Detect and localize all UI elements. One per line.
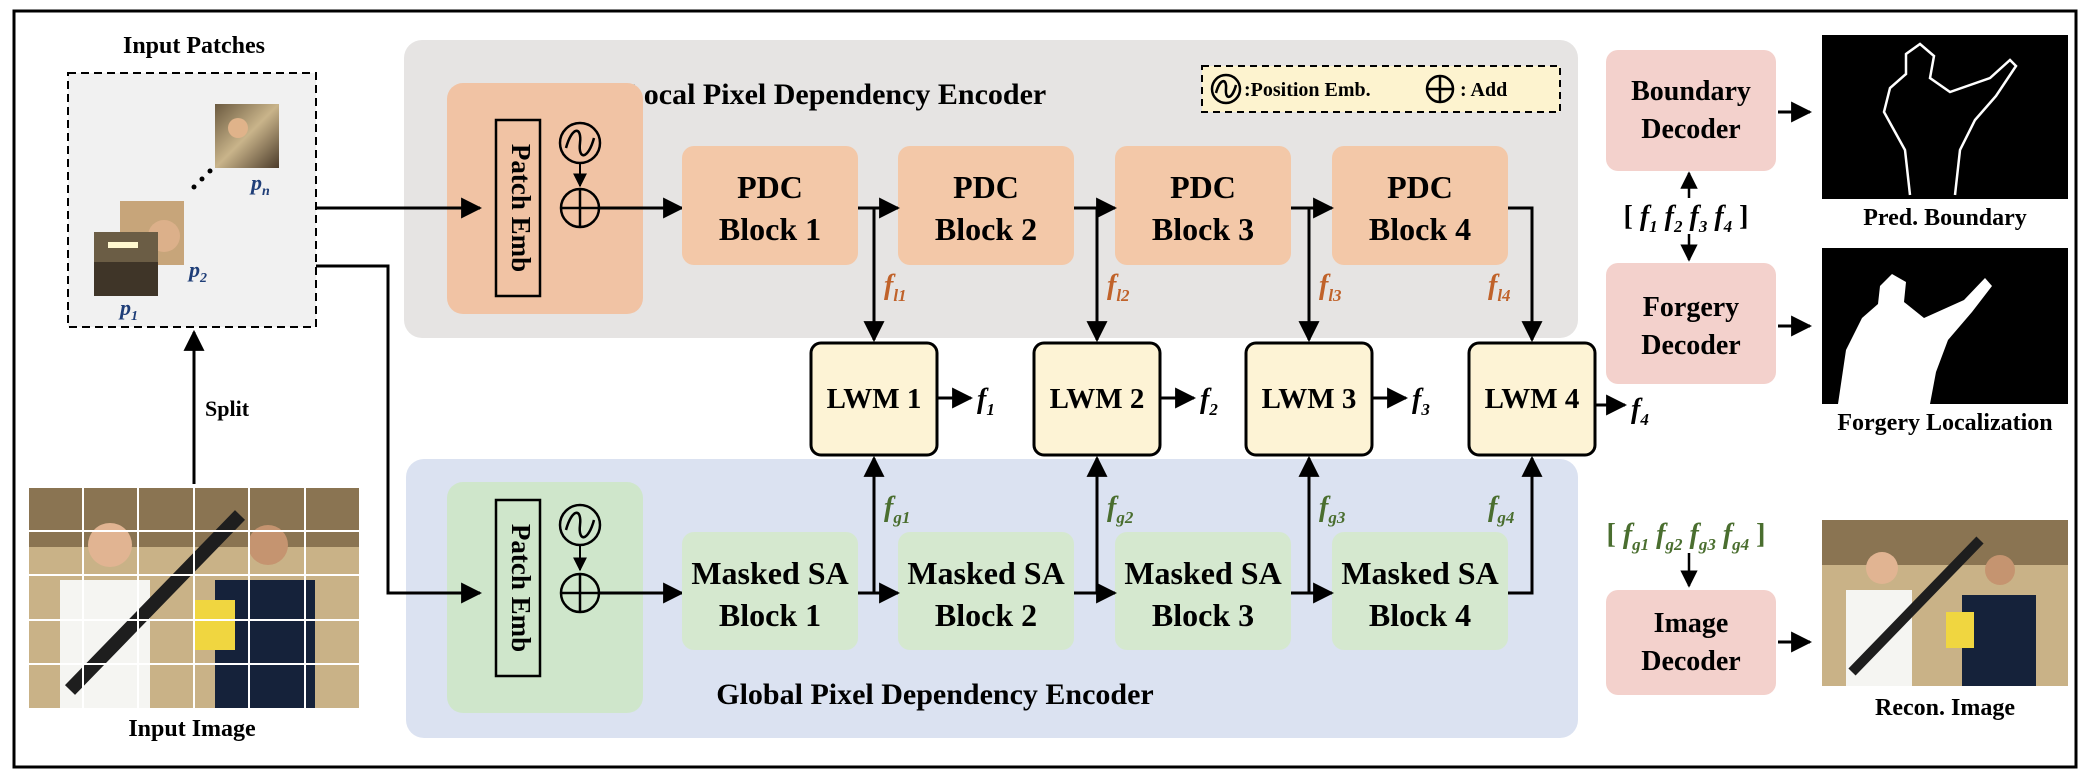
image-decoder-line1: Image [1654, 608, 1729, 639]
masked-sa-block-2-line2: Block 2 [935, 597, 1037, 633]
local-patch-emb-panel [447, 83, 643, 314]
pdc-block-2-line1: PDC [953, 169, 1019, 205]
pred-boundary-label: Pred. Boundary [1863, 205, 2027, 231]
local-patch-emb-box [494, 118, 542, 298]
global-feature-label-3: fg3 [1319, 492, 1346, 527]
pdc-block-2: PDC Block 2 [898, 146, 1074, 265]
input-image-label: Input Image [128, 716, 256, 742]
pdc-block-4-line2: Block 4 [1369, 211, 1471, 247]
boundary-decoder-line1: Boundary [1631, 76, 1751, 107]
patch-p1-image [94, 232, 158, 296]
boundary-decoder [1606, 50, 1776, 171]
legend: :Position Emb. : Add [1201, 65, 1561, 113]
global-feature-label-4: fg4 [1488, 492, 1514, 527]
position-emb-icon [1210, 73, 1242, 105]
patch-label-p1: p1 [118, 295, 138, 324]
lwm-output-label-1: f1 [977, 384, 995, 419]
patch-label-p2: p2 [187, 257, 207, 286]
forgery-localization-label: Forgery Localization [1837, 410, 2052, 436]
global-branch-arrow-4 [1508, 455, 1543, 595]
masked-sa-block-3-line2: Block 3 [1152, 597, 1254, 633]
patch-pn-image [215, 104, 279, 168]
forgery-decoder-line1: Forgery [1643, 292, 1739, 323]
input-patches-title: Input Patches [123, 33, 265, 59]
split-label: Split [205, 396, 250, 421]
pred-boundary-image [1822, 35, 2068, 199]
fused-features-label: [ f1 f2 f3 f4 ] [1624, 201, 1749, 236]
pdc-block-4: PDC Block 4 [1332, 146, 1508, 265]
local-feature-label-3: fl3 [1319, 270, 1342, 305]
global-patch-emb-box [494, 498, 542, 678]
pdc-block-2-line2: Block 2 [935, 211, 1037, 247]
masked-sa-block-4: Masked SA Block 4 [1332, 532, 1508, 650]
pdc-block-3: PDC Block 3 [1115, 146, 1291, 265]
global-add-icon [559, 572, 601, 614]
local-branch-arrow-4 [1508, 206, 1543, 343]
pdc-block-4-line1: PDC [1387, 169, 1453, 205]
global-patch-emb-panel [447, 482, 643, 713]
masked-sa-block-1-line2: Block 1 [719, 597, 821, 633]
global-patch-emb-label: Patch Emb [506, 524, 536, 652]
legend-add: : Add [1460, 79, 1507, 101]
global-features-label: [ fg1 fg2 fg3 fg4 ] [1607, 519, 1766, 554]
outer-frame [12, 9, 2078, 769]
masked-sa-block-4-line1: Masked SA [1341, 555, 1498, 591]
lwm-3-label: LWM 3 [1262, 383, 1357, 415]
lwm-2: LWM 2 [1032, 341, 1162, 457]
lwm-3: LWM 3 [1244, 341, 1374, 457]
legend-position-emb: :Position Emb. [1244, 79, 1371, 101]
lwm-output-label-3: f3 [1412, 384, 1430, 419]
masked-sa-block-3-line1: Masked SA [1124, 555, 1281, 591]
lwm-output-label-4: f4 [1631, 394, 1649, 429]
recon-image-label: Recon. Image [1875, 695, 2015, 721]
recon-image [1822, 520, 2068, 686]
masked-sa-block-1: Masked SA Block 1 [682, 532, 858, 650]
global-feature-label-1: fg1 [884, 492, 910, 527]
patch-label-pn: pn [249, 170, 270, 199]
local-feature-label-2: fl2 [1107, 270, 1130, 305]
masked-sa-block-1-line1: Masked SA [691, 555, 848, 591]
local-add-icon [559, 187, 601, 229]
local-encoder-title: Local Pixel Dependency Encoder [624, 78, 1046, 111]
global-feature-label-2: fg2 [1107, 492, 1134, 527]
image-decoder [1606, 590, 1776, 695]
pdc-block-3-line2: Block 3 [1152, 211, 1254, 247]
image-decoder-line2: Decoder [1641, 646, 1741, 677]
pdc-block-1-line2: Block 1 [719, 211, 821, 247]
local-feature-label-1: fl1 [884, 270, 907, 305]
lwm-output-label-2: f2 [1200, 384, 1218, 419]
lwm-4: LWM 4 [1467, 341, 1597, 457]
local-feature-label-4: fl4 [1488, 270, 1511, 305]
input-image-grid [27, 486, 361, 710]
lwm-2-label: LWM 2 [1050, 383, 1145, 415]
lwm-4-label: LWM 4 [1485, 383, 1580, 415]
masked-sa-block-3: Masked SA Block 3 [1115, 532, 1291, 650]
boundary-decoder-line2: Decoder [1641, 114, 1741, 145]
pdc-block-1-line1: PDC [737, 169, 803, 205]
patches-to-global-arrow [316, 264, 483, 604]
patch-ellipsis [191, 168, 213, 190]
pdc-block-1: PDC Block 1 [682, 146, 858, 265]
masked-sa-block-2-line1: Masked SA [907, 555, 1064, 591]
global-encoder-title: Global Pixel Dependency Encoder [716, 678, 1154, 711]
lwm-1-label: LWM 1 [827, 383, 922, 415]
lwm-1: LWM 1 [809, 341, 939, 457]
forgery-decoder-line2: Decoder [1641, 330, 1741, 361]
forgery-localization-image [1822, 248, 2068, 404]
masked-sa-block-4-line2: Block 4 [1369, 597, 1471, 633]
pdc-block-3-line1: PDC [1170, 169, 1236, 205]
masked-sa-block-2: Masked SA Block 2 [898, 532, 1074, 650]
forgery-decoder [1606, 263, 1776, 384]
local-patch-emb-label: Patch Emb [506, 144, 536, 272]
